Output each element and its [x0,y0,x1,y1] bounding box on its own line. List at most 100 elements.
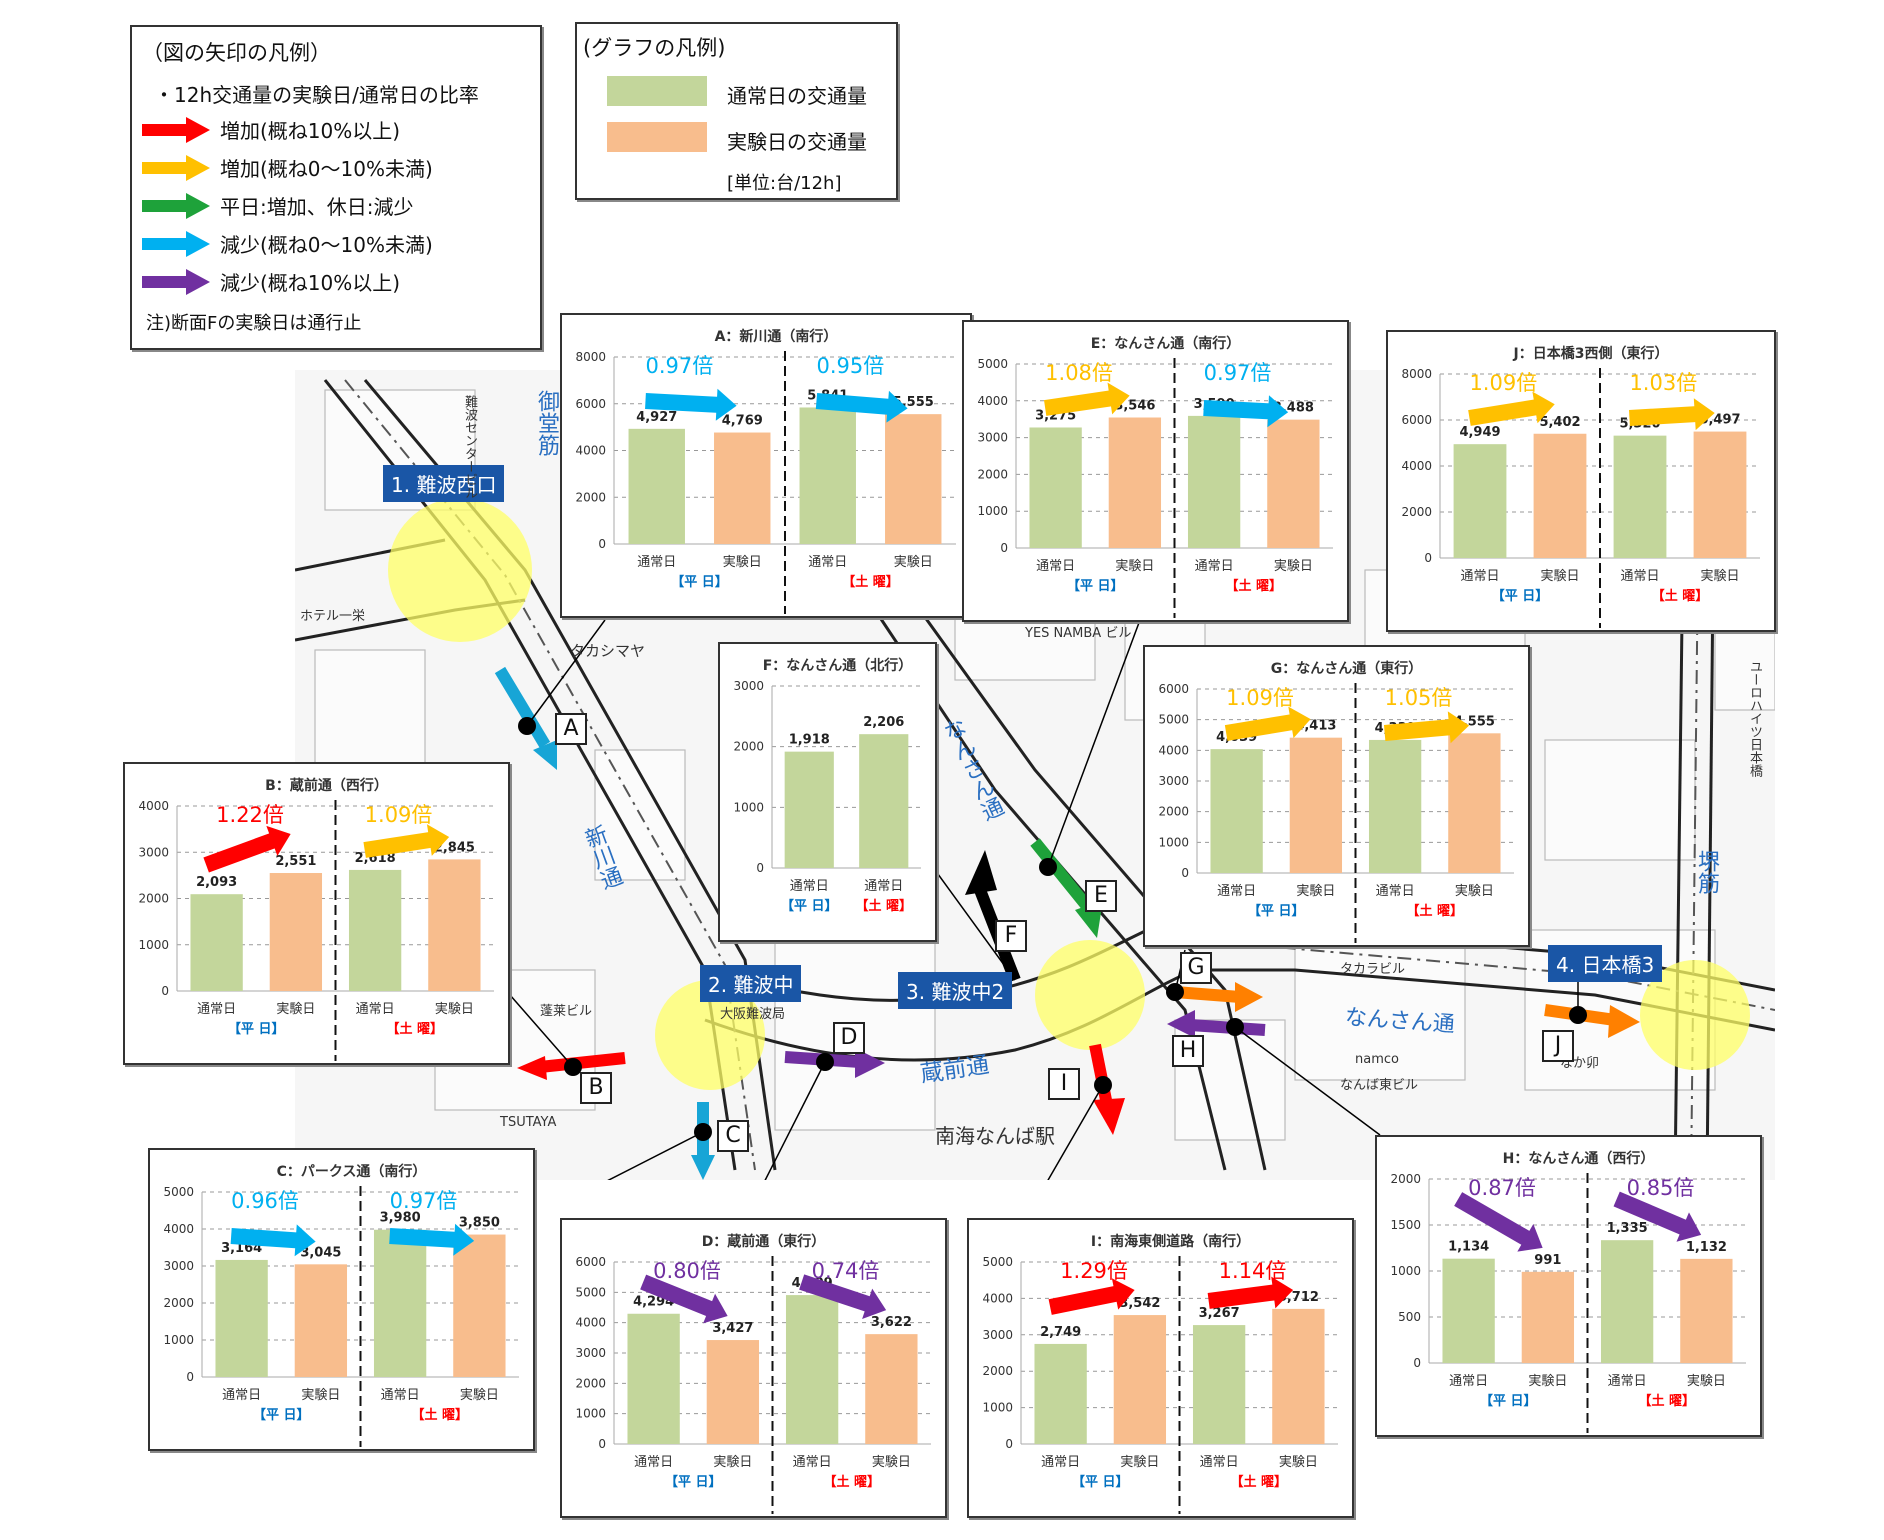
x-category-label: 通常日 [197,1002,236,1017]
place-yesnamba: YES NAMBA ビル [1025,626,1132,641]
bar-value-label: 3,546 [1114,399,1155,414]
bar-value-label: 3,980 [380,1211,421,1226]
bar-value-label: 3,850 [459,1216,500,1231]
bar-value-label: 3,542 [1119,1296,1160,1311]
y-tick-label: 3000 [1158,774,1189,788]
x-category-label: 通常日 [790,879,829,894]
x-category-label: 通常日 [1620,569,1659,584]
bar-experiment [1693,431,1747,558]
ratio-arrow-icon [799,1274,887,1319]
bar-value-label: 3,267 [1199,1306,1240,1321]
bar-value-label: 1,918 [789,733,830,748]
arrow-legend-label: 平日:増加、休日:減少 [220,195,414,219]
highlight-nihonbashi3 [1640,960,1750,1070]
y-tick-label: 0 [1005,1437,1013,1451]
y-tick-label: 0 [186,1370,194,1384]
bar-experiment [865,1334,918,1444]
chart-svg: E：なんさん通（南行）0100020003000400050003,275通常日… [977,335,1333,618]
ratio-arrow-icon [1468,391,1555,426]
y-tick-label: 3000 [138,845,169,859]
y-tick-label: 0 [598,537,606,551]
group-label: 【土 曜】 [1225,578,1282,594]
y-tick-label: 3000 [163,1259,194,1273]
y-tick-label: 1000 [1390,1264,1421,1278]
arrow-legend-label: 減少(概ね10%以上) [220,271,401,295]
ratio-label: 0.95倍 [816,354,884,378]
bar-normal [190,894,243,991]
y-tick-label: 4000 [1158,743,1189,757]
ratio-label: 1.29倍 [1060,1259,1128,1283]
bar-normal [628,428,685,544]
bar-value-label: 3,622 [871,1315,912,1330]
y-tick-label: 2000 [982,1364,1013,1378]
arrow-legend-label: 減少(概ね0〜10%未満) [220,233,433,257]
arrow-legend-item: 増加(概ね0〜10%未満) [142,153,433,182]
bar-value-label: 5,402 [1539,415,1580,430]
y-tick-label: 4000 [575,444,606,458]
bar-value-label: 4,769 [722,414,763,429]
bar-experiment [706,1340,760,1444]
y-tick-label: 2000 [575,1376,606,1390]
graph-legend-title: (グラフの凡例) [583,36,726,60]
station-label-nambanaka: 2. 難波中 [700,965,802,1002]
group-label: 【平 日】 [253,1407,310,1423]
ratio-arrow-icon [640,1274,728,1324]
section-label-i: I [1048,1068,1080,1100]
place-horai: 蓬莱ビル [540,1004,593,1019]
arrow-right-icon [142,268,210,295]
station-label-nihonbashi3: 4. 日本橋3 [1548,945,1663,982]
ratio-label: 0.80倍 [653,1259,721,1283]
chart-title: B：蔵前通（西行） [265,777,388,794]
ratio-arrow-icon [815,390,908,423]
x-category-label: 通常日 [222,1388,261,1403]
y-tick-label: 0 [1413,1356,1421,1370]
bar-experiment [453,1234,506,1377]
graph-legend: (グラフの凡例) 通常日の交通量 実験日の交通量 [単位:台/12h] [575,22,898,200]
place-euro-heights: ユーロハイツ日本橋 [1747,660,1762,777]
ratio-label: 0.74倍 [812,1259,880,1283]
place-namco: namco [1355,1052,1399,1067]
bar-value-label: 4,949 [1459,425,1500,440]
group-label: 【平 日】 [1072,1474,1129,1490]
x-category-label: 実験日 [1687,1373,1726,1389]
group-label: 【土 曜】 [386,1021,443,1037]
group-label: 【平 日】 [781,898,838,914]
road-label-midosuji: 御堂筋 [534,390,559,456]
y-tick-label: 0 [161,984,169,998]
x-category-label: 実験日 [1120,1454,1159,1470]
bar-value-label: 1,335 [1607,1221,1648,1236]
chart-svg: H：なんさん通（西行）05001000150020001,134通常日991実験… [1390,1150,1746,1433]
y-tick-label: 5000 [982,1255,1013,1269]
bar-experiment [1113,1315,1167,1444]
y-tick-label: 0 [1424,551,1432,565]
group-label: 【土 曜】 [842,574,899,590]
group-label: 【土 曜】 [411,1407,468,1423]
bar-value-label: 1,132 [1686,1240,1727,1255]
x-category-label: 通常日 [1041,1455,1080,1470]
y-tick-label: 1000 [575,1407,606,1421]
bar-experiment [428,859,481,991]
x-category-label: 通常日 [1200,1455,1239,1470]
place-hotel: ホテル一栄 [300,609,366,624]
bar-normal [859,734,909,868]
bar-normal [785,1295,839,1444]
y-tick-label: 0 [598,1437,606,1451]
bar-value-label: 2,845 [434,840,475,855]
ratio-arrow-icon [230,1224,316,1257]
y-tick-label: 1500 [1390,1218,1421,1232]
bar-value-label: 3,045 [300,1245,341,1260]
x-category-label: 通常日 [1460,569,1499,584]
y-tick-label: 1000 [733,800,764,814]
section-label-h: H [1172,1035,1204,1067]
bar-normal [373,1229,427,1377]
highlight-nambanaka2 [1035,940,1145,1050]
chart-svg: B：蔵前通（西行）010002000300040002,093通常日2,551実… [138,777,494,1061]
ratio-label: 0.87倍 [1468,1176,1536,1200]
chart-title: J：日本橋3西側（東行） [1513,345,1669,362]
bar-value-label: 2,093 [196,875,237,890]
highlight-nambanaka [655,980,765,1090]
ratio-arrow-icon [1613,1191,1702,1242]
